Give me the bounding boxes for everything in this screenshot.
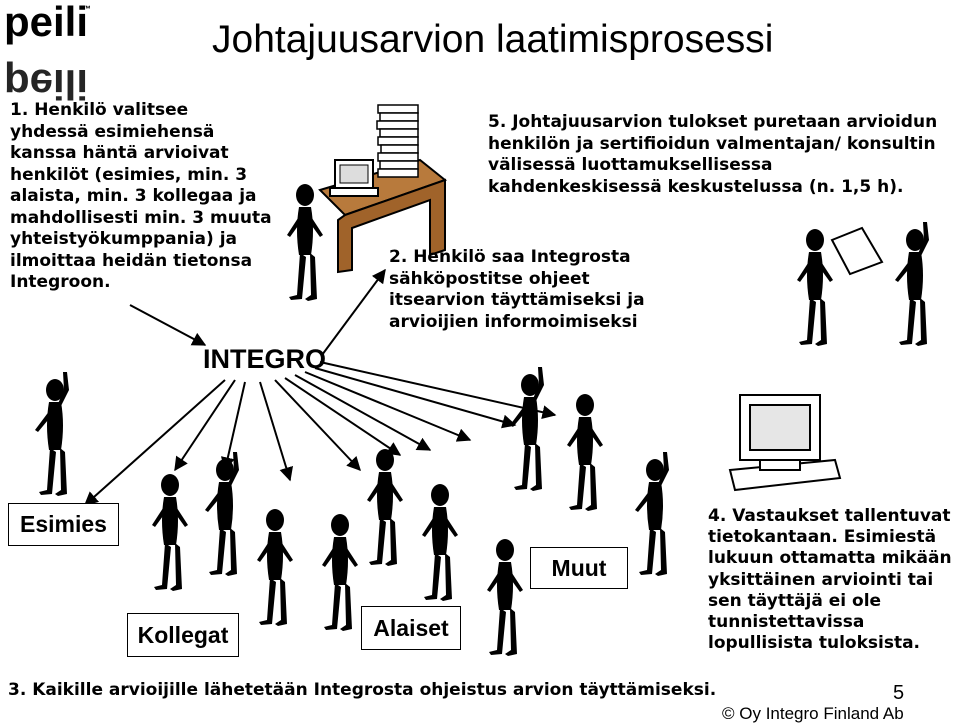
- evaluator-alainen-2: [367, 449, 403, 566]
- evaluator-muut-1: [510, 367, 544, 491]
- logo-mark: peili peili ™: [4, 0, 91, 108]
- group-alaiset: Alaiset: [361, 606, 461, 650]
- group-esimies: Esimies: [8, 503, 119, 546]
- step-2-text: 2. Henkilö saa Integrosta sähköpostitse …: [389, 247, 645, 332]
- page-number: 5: [893, 682, 905, 704]
- group-muut: Muut: [530, 547, 628, 589]
- step-4-text: 4. Vastaukset tallentuvat tietokantaan. …: [708, 506, 952, 654]
- evaluator-kollega-1: [152, 474, 188, 591]
- person-right: [895, 222, 929, 346]
- person-at-desk: [287, 184, 323, 301]
- step-5-text: 5. Johtajuusarvion tulokset puretaan arv…: [488, 112, 938, 197]
- evaluator-alainen-1: [322, 514, 358, 631]
- document-icon: [830, 226, 884, 276]
- evaluator-kollega-3: [257, 509, 293, 626]
- evaluator-esimies: [35, 372, 69, 496]
- evaluator-muut-3: [635, 452, 669, 576]
- step-1-text: 1. Henkilö valitsee yhdessä esimiehensä …: [10, 100, 272, 292]
- evaluator-muut-2: [567, 394, 603, 511]
- integro-label: INTEGRO: [203, 344, 327, 374]
- distribution-arrows: [83, 268, 557, 506]
- evaluator-muut-4: [487, 539, 523, 656]
- logo-text: peili: [4, 0, 88, 45]
- logo-tm: ™: [82, 4, 91, 14]
- person-left: [797, 229, 833, 346]
- desk-illustration: [318, 104, 448, 274]
- logo-reflection: peili: [4, 61, 88, 108]
- evaluator-kollega-2: [205, 452, 239, 576]
- copyright-notice: © Oy Integro Finland Ab: [722, 704, 904, 723]
- step-3-text: 3. Kaikille arvioijille lähetetään Integ…: [8, 680, 717, 700]
- database-computer-icon: [728, 394, 842, 492]
- paper-stack-icon: [376, 104, 419, 178]
- page-title: Johtajuusarvion laatimisprosessi: [212, 18, 774, 61]
- evaluator-alainen-3: [422, 484, 458, 601]
- group-kollegat: Kollegat: [127, 613, 239, 657]
